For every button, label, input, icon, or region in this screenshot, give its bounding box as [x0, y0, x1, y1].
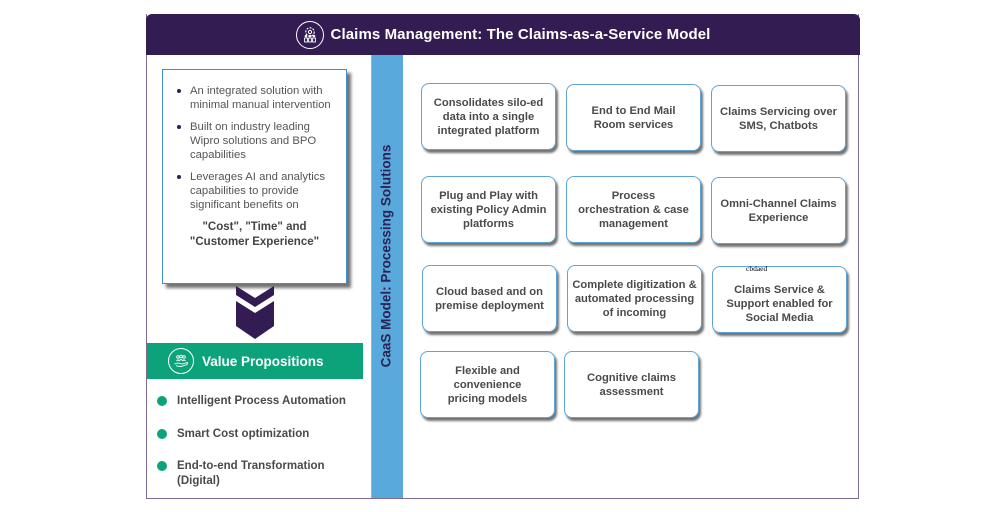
overview-bullet: Built on industry leading Wipro solution…: [174, 120, 338, 162]
caas-model-label: CaaS Model: Processing Solutions: [378, 144, 394, 368]
solution-card: Process orchestration & case management: [566, 176, 701, 243]
solution-card: Flexible and convenience pricing models: [420, 351, 555, 418]
hand-people-icon: [168, 348, 194, 374]
value-proposition-item: End-to-end Transformation (Digital): [157, 459, 342, 489]
gear-people-icon: [295, 20, 324, 49]
bullet-dot-icon: [157, 396, 167, 406]
solution-card: Complete digitization & automated proces…: [567, 265, 702, 332]
overview-bullet: Leverages AI and analytics capabilities …: [174, 170, 338, 212]
emphasis-text: "Cost", "Time" and "Customer Experience": [189, 221, 320, 248]
bullet-dot-icon: [177, 125, 181, 129]
solution-card: Claims Servicing over SMS, Chatbots: [711, 85, 846, 152]
value-proposition-item: Smart Cost optimization: [157, 427, 357, 442]
page-title: Claims Management: The Claims-as-a-Servi…: [330, 26, 711, 43]
caas-model-strip: [371, 55, 403, 498]
solution-card: Plug and Play with existing Policy Admin…: [421, 176, 556, 243]
overview-box: An integrated solution with minimal manu…: [162, 69, 347, 284]
solution-card: End to End Mail Room services: [566, 84, 701, 151]
value-propositions-header: Value Propositions: [147, 343, 363, 379]
chevron-down-icon: [236, 286, 274, 339]
stray-text-label: cbdaed: [746, 264, 768, 273]
bullet-dot-icon: [157, 429, 167, 439]
overview-list: An integrated solution with minimal manu…: [163, 70, 346, 212]
value-propositions-title: Value Propositions: [202, 353, 324, 369]
solution-card: Consolidates silo-ed data into a single …: [421, 83, 556, 150]
overview-bullet: An integrated solution with minimal manu…: [174, 84, 338, 112]
bullet-dot-icon: [177, 175, 181, 179]
value-proposition-item: Intelligent Process Automation: [157, 394, 357, 409]
header-bar: Claims Management: The Claims-as-a-Servi…: [146, 14, 860, 55]
solution-card: Claims Service & Support enabled for Soc…: [712, 266, 847, 333]
solution-card: Cognitive claims assessment: [564, 351, 699, 418]
bullet-dot-icon: [177, 89, 181, 93]
solution-card: Omni-Channel Claims Experience: [711, 177, 846, 244]
bullet-dot-icon: [157, 461, 167, 471]
solution-card: Cloud based and on premise deployment: [422, 265, 557, 332]
